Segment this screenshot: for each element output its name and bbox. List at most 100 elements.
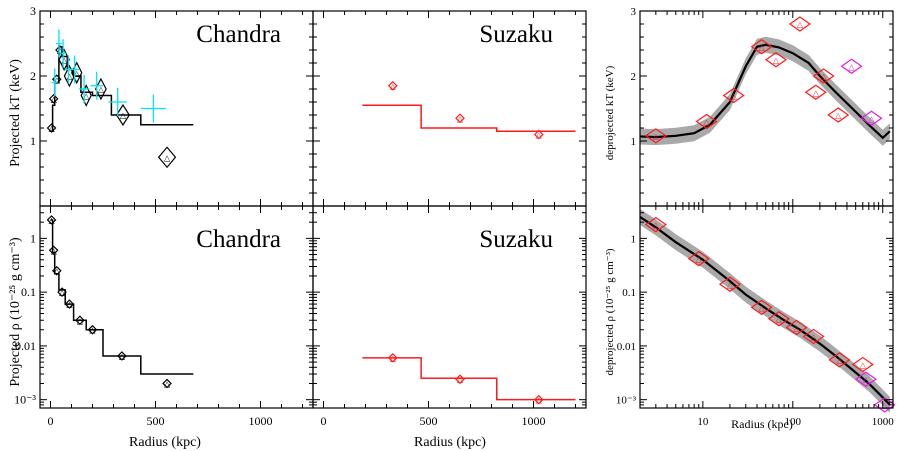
data-point-diamond-symbol: △: [696, 255, 703, 264]
plot-frame: [639, 205, 894, 409]
y-axis-label-deprojected-rho: deprojected ρ (10⁻²⁵ g cm⁻³): [604, 248, 616, 375]
data-point-diamond: [57, 287, 67, 297]
data-point-diamond-symbol: △: [54, 75, 61, 84]
data-point-diamond: [387, 80, 398, 91]
data-point-diamond-symbol: △: [536, 131, 543, 140]
x-tick-label: 500: [420, 414, 438, 428]
y-tick-label: 3: [30, 4, 36, 18]
data-point-diamond-symbol: △: [731, 92, 738, 101]
data-point-diamond: [873, 397, 896, 413]
data-point-diamond-symbol: △: [48, 216, 55, 225]
model-curve: [639, 43, 891, 140]
data-point-diamond: [827, 107, 850, 123]
data-point-diamond-symbol: △: [848, 62, 855, 71]
data-point-diamond: [860, 110, 883, 126]
y-tick-label: 1: [631, 233, 637, 245]
data-point-diamond: [722, 87, 745, 104]
y-tick-label: 1: [30, 134, 36, 148]
data-point-diamond-symbol: △: [863, 375, 870, 384]
x-tick-label: 10: [697, 416, 709, 428]
y-tick-label: 1: [30, 231, 36, 245]
data-point-diamond-symbol: △: [66, 72, 73, 81]
profile-step-line: [50, 219, 194, 375]
x-tick-label: 100: [785, 416, 802, 428]
data-point-diamond-symbol: △: [457, 114, 464, 123]
data-point-diamond: [695, 113, 718, 130]
data-point-diamond-symbol: △: [727, 280, 734, 289]
data-point-diamond-symbol: △: [457, 375, 464, 384]
data-point-diamond: [157, 146, 177, 169]
data-point-diamond-symbol: △: [810, 332, 817, 341]
model-curve: [639, 216, 891, 406]
data-point-diamond-symbol: △: [390, 82, 397, 91]
data-point-diamond-symbol: △: [59, 288, 66, 297]
data-point-diamond: [767, 311, 790, 327]
data-point-diamond: [162, 378, 172, 389]
data-point-diamond-symbol: △: [882, 401, 889, 410]
data-point-diamond: [804, 84, 827, 100]
data-point-diamond: [750, 299, 773, 316]
data-point-diamond: [94, 77, 107, 101]
x-tick-label: 0: [48, 414, 54, 428]
x-axis-label-deprojected: Radius (kpc): [731, 417, 793, 431]
x-tick-label: 1000: [522, 414, 546, 428]
data-point-diamond-symbol: △: [119, 352, 126, 361]
data-point-diamond-symbol: △: [57, 46, 64, 55]
data-point-diamond-symbol: △: [759, 43, 766, 52]
data-point-diamond-symbol: △: [98, 85, 105, 94]
data-point-diamond: [533, 129, 544, 140]
panel-title-chandra-kt: Chandra: [196, 21, 281, 48]
data-point-diamond-symbol: △: [653, 221, 660, 230]
data-point-diamond-symbol: △: [860, 361, 867, 370]
data-point-diamond-symbol: △: [66, 300, 73, 309]
data-point-diamond: [718, 276, 741, 293]
data-point-diamond: [802, 328, 825, 345]
data-point-diamond-symbol: △: [836, 356, 843, 365]
y-axis-label-deprojected-kt: deprojected kT (keV): [604, 65, 616, 160]
y-tick-label: 0.1: [622, 287, 636, 299]
x-tick-label: 0: [321, 414, 327, 428]
model-uncertainty-band: [640, 36, 890, 146]
data-point-diamond: [46, 123, 57, 133]
data-point-diamond-symbol: △: [51, 95, 58, 104]
data-point-diamond-symbol: △: [89, 326, 96, 335]
data-point-diamond: [533, 394, 544, 405]
data-point-diamond: [455, 113, 465, 124]
data-point-diamond: [687, 250, 710, 267]
x-tick-label: 1000: [872, 416, 895, 428]
data-point-diamond: [851, 356, 874, 373]
data-point-diamond: [51, 265, 62, 276]
data-point-diamond-symbol: △: [54, 267, 61, 276]
y-tick-label: 10⁻³: [616, 395, 637, 407]
data-point-diamond: [785, 319, 808, 336]
data-point-diamond: [750, 39, 773, 55]
panel-title-suzaku-kt: Suzaku: [479, 21, 553, 48]
data-point-diamond-symbol: △: [776, 315, 783, 324]
model-uncertainty-band: [640, 208, 890, 413]
panel-title-chandra-rho: Chandra: [196, 226, 281, 253]
y-tick-label: 10⁻³: [14, 393, 36, 407]
y-tick-label: 0.01: [15, 339, 36, 353]
y-tick-label: 2: [30, 69, 36, 83]
data-point-diamond: [117, 351, 127, 361]
data-point-diamond: [644, 128, 667, 144]
data-point-diamond-symbol: △: [51, 246, 58, 255]
data-point-diamond-symbol: △: [74, 69, 81, 78]
profile-step-line: [362, 104, 576, 132]
data-point-diamond: [788, 16, 811, 32]
data-point-diamond-symbol: △: [797, 20, 804, 29]
data-point-diamond-symbol: △: [83, 92, 90, 101]
data-point-diamond: [840, 58, 863, 74]
data-point-diamond-symbol: △: [759, 303, 766, 312]
data-point-diamond-symbol: △: [868, 114, 875, 123]
y-axis-label-projected-rho: Projected ρ (10⁻²⁵ g cm⁻³): [8, 237, 23, 387]
data-point-diamond: [87, 324, 98, 335]
y-tick-label: 1: [631, 136, 637, 148]
data-point-diamond: [75, 315, 85, 326]
data-point-diamond-symbol: △: [120, 111, 127, 120]
data-point-diamond-symbol: △: [793, 323, 800, 332]
data-point-diamond-symbol: △: [704, 118, 711, 127]
panel-title-suzaku-rho: Suzaku: [479, 226, 553, 253]
data-point-diamond-symbol: △: [77, 316, 84, 325]
